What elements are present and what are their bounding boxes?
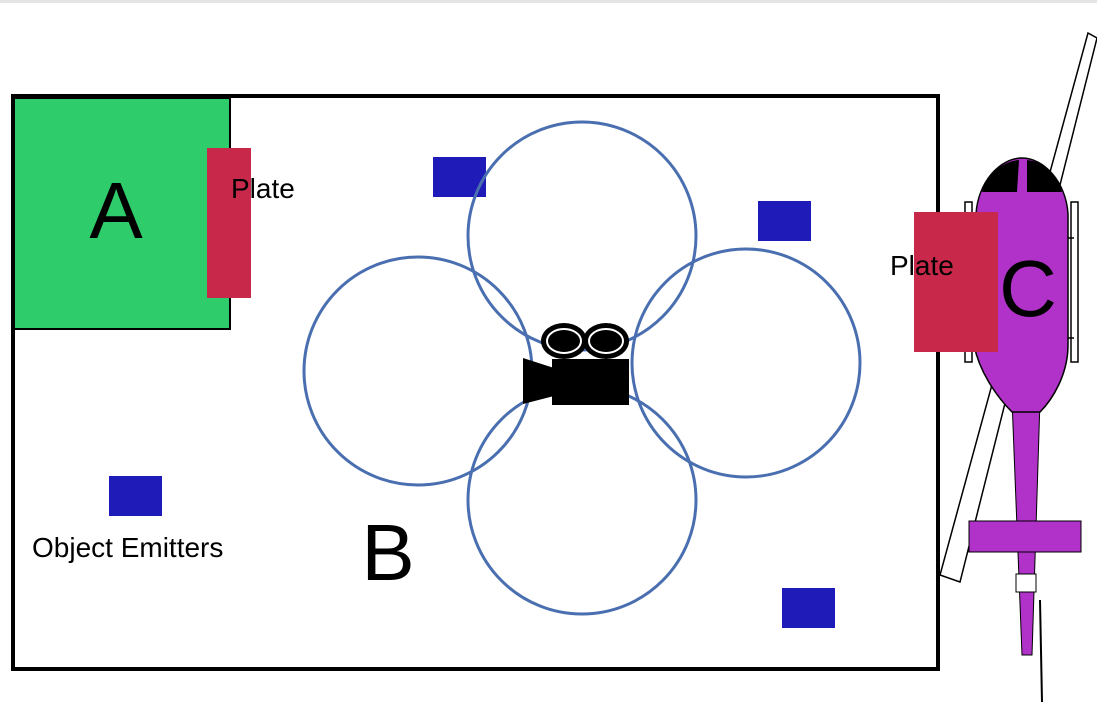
zone-c-label: C — [999, 244, 1057, 333]
plate-right — [914, 212, 998, 352]
emitters-label: Object Emitters — [32, 532, 223, 563]
plate-left — [207, 148, 251, 298]
plate-left-label: Plate — [231, 173, 295, 204]
helicopter-icon — [939, 31, 1097, 702]
top-divider — [0, 0, 1097, 3]
zone-a-label: A — [89, 166, 143, 255]
emitter-square — [782, 588, 835, 628]
plate-right-label: Plate — [890, 250, 954, 281]
movie-camera-icon — [523, 323, 629, 405]
zone-b-label: B — [361, 508, 414, 597]
rotor-ring-right — [630, 247, 862, 479]
emitter-square — [109, 476, 162, 516]
zone-a-area — [13, 97, 231, 330]
emitter-square — [758, 201, 811, 241]
